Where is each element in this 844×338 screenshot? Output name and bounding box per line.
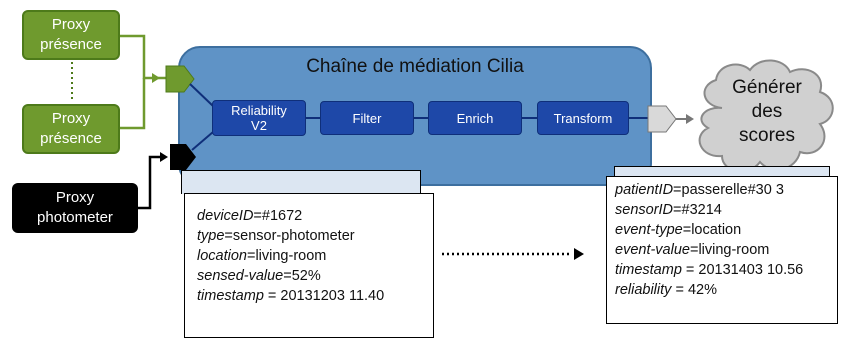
cloud-line: Générer xyxy=(732,77,802,98)
proxy-presence-top: Proxy présence xyxy=(22,10,120,60)
input-event-card: deviceID=#1672 type=sensor-photometer lo… xyxy=(184,193,434,338)
step-enrich: Enrich xyxy=(428,101,522,135)
step-label: Enrich xyxy=(456,110,494,126)
arrow-to-green-port xyxy=(152,73,160,83)
step-label: Filter xyxy=(352,110,382,126)
event-field: patientID=passerelle#30 3 xyxy=(615,182,784,198)
scores-cloud xyxy=(698,59,834,173)
step-filter: Filter xyxy=(320,101,414,135)
output-port xyxy=(647,105,677,133)
event-field: timestamp = 20131403 10.56 xyxy=(615,262,804,278)
step-label: Transform xyxy=(553,110,613,126)
green-link-bottom xyxy=(120,78,146,130)
event-field: deviceID=#1672 xyxy=(197,208,303,224)
proxy-label-line2: présence xyxy=(40,130,102,147)
input-port-black xyxy=(170,144,196,170)
link-black-port-to-reliability xyxy=(191,131,214,151)
step-label-line1: Reliability xyxy=(231,103,287,118)
cloud-line: scores xyxy=(739,125,795,146)
output-event-card: patientID=passerelle#30 3 sensorID=#3214… xyxy=(606,176,838,324)
event-field: sensed-value=52% xyxy=(197,268,321,284)
dotted-arrow xyxy=(442,248,584,260)
cloud-line: des xyxy=(751,101,783,122)
proxy-label-line2: photometer xyxy=(37,209,113,226)
input-port-green xyxy=(165,65,195,93)
proxy-label-line1: Proxy xyxy=(55,189,95,206)
event-field: sensorID=#3214 xyxy=(615,202,722,218)
link-green-port-to-reliability xyxy=(189,83,214,107)
step-transform: Transform xyxy=(537,101,629,135)
proxy-label-line1: Proxy xyxy=(51,110,91,127)
event-field: event-type=location xyxy=(615,222,742,238)
arrow-to-cloud xyxy=(686,114,694,124)
proxy-presence-bottom: Proxy présence xyxy=(22,104,120,154)
event-field: location=living-room xyxy=(197,248,327,264)
cloud-label: Générer des scores xyxy=(712,76,822,148)
step-label-line2: V2 xyxy=(251,118,267,133)
proxy-label-line2: présence xyxy=(40,36,102,53)
event-field: timestamp = 20131203 11.40 xyxy=(197,288,385,304)
event-field: event-value=living-room xyxy=(615,242,770,258)
chain-title: Chaîne de médiation Cilia xyxy=(306,56,524,77)
proxy-label-line1: Proxy xyxy=(51,16,91,33)
event-field: reliability = 42% xyxy=(615,282,717,298)
event-field: type=sensor-photometer xyxy=(197,228,355,244)
input-card-back xyxy=(181,170,421,194)
arrow-to-black-port xyxy=(160,152,168,162)
proxy-photometer: Proxy photometer xyxy=(12,183,138,233)
black-link xyxy=(138,155,164,210)
